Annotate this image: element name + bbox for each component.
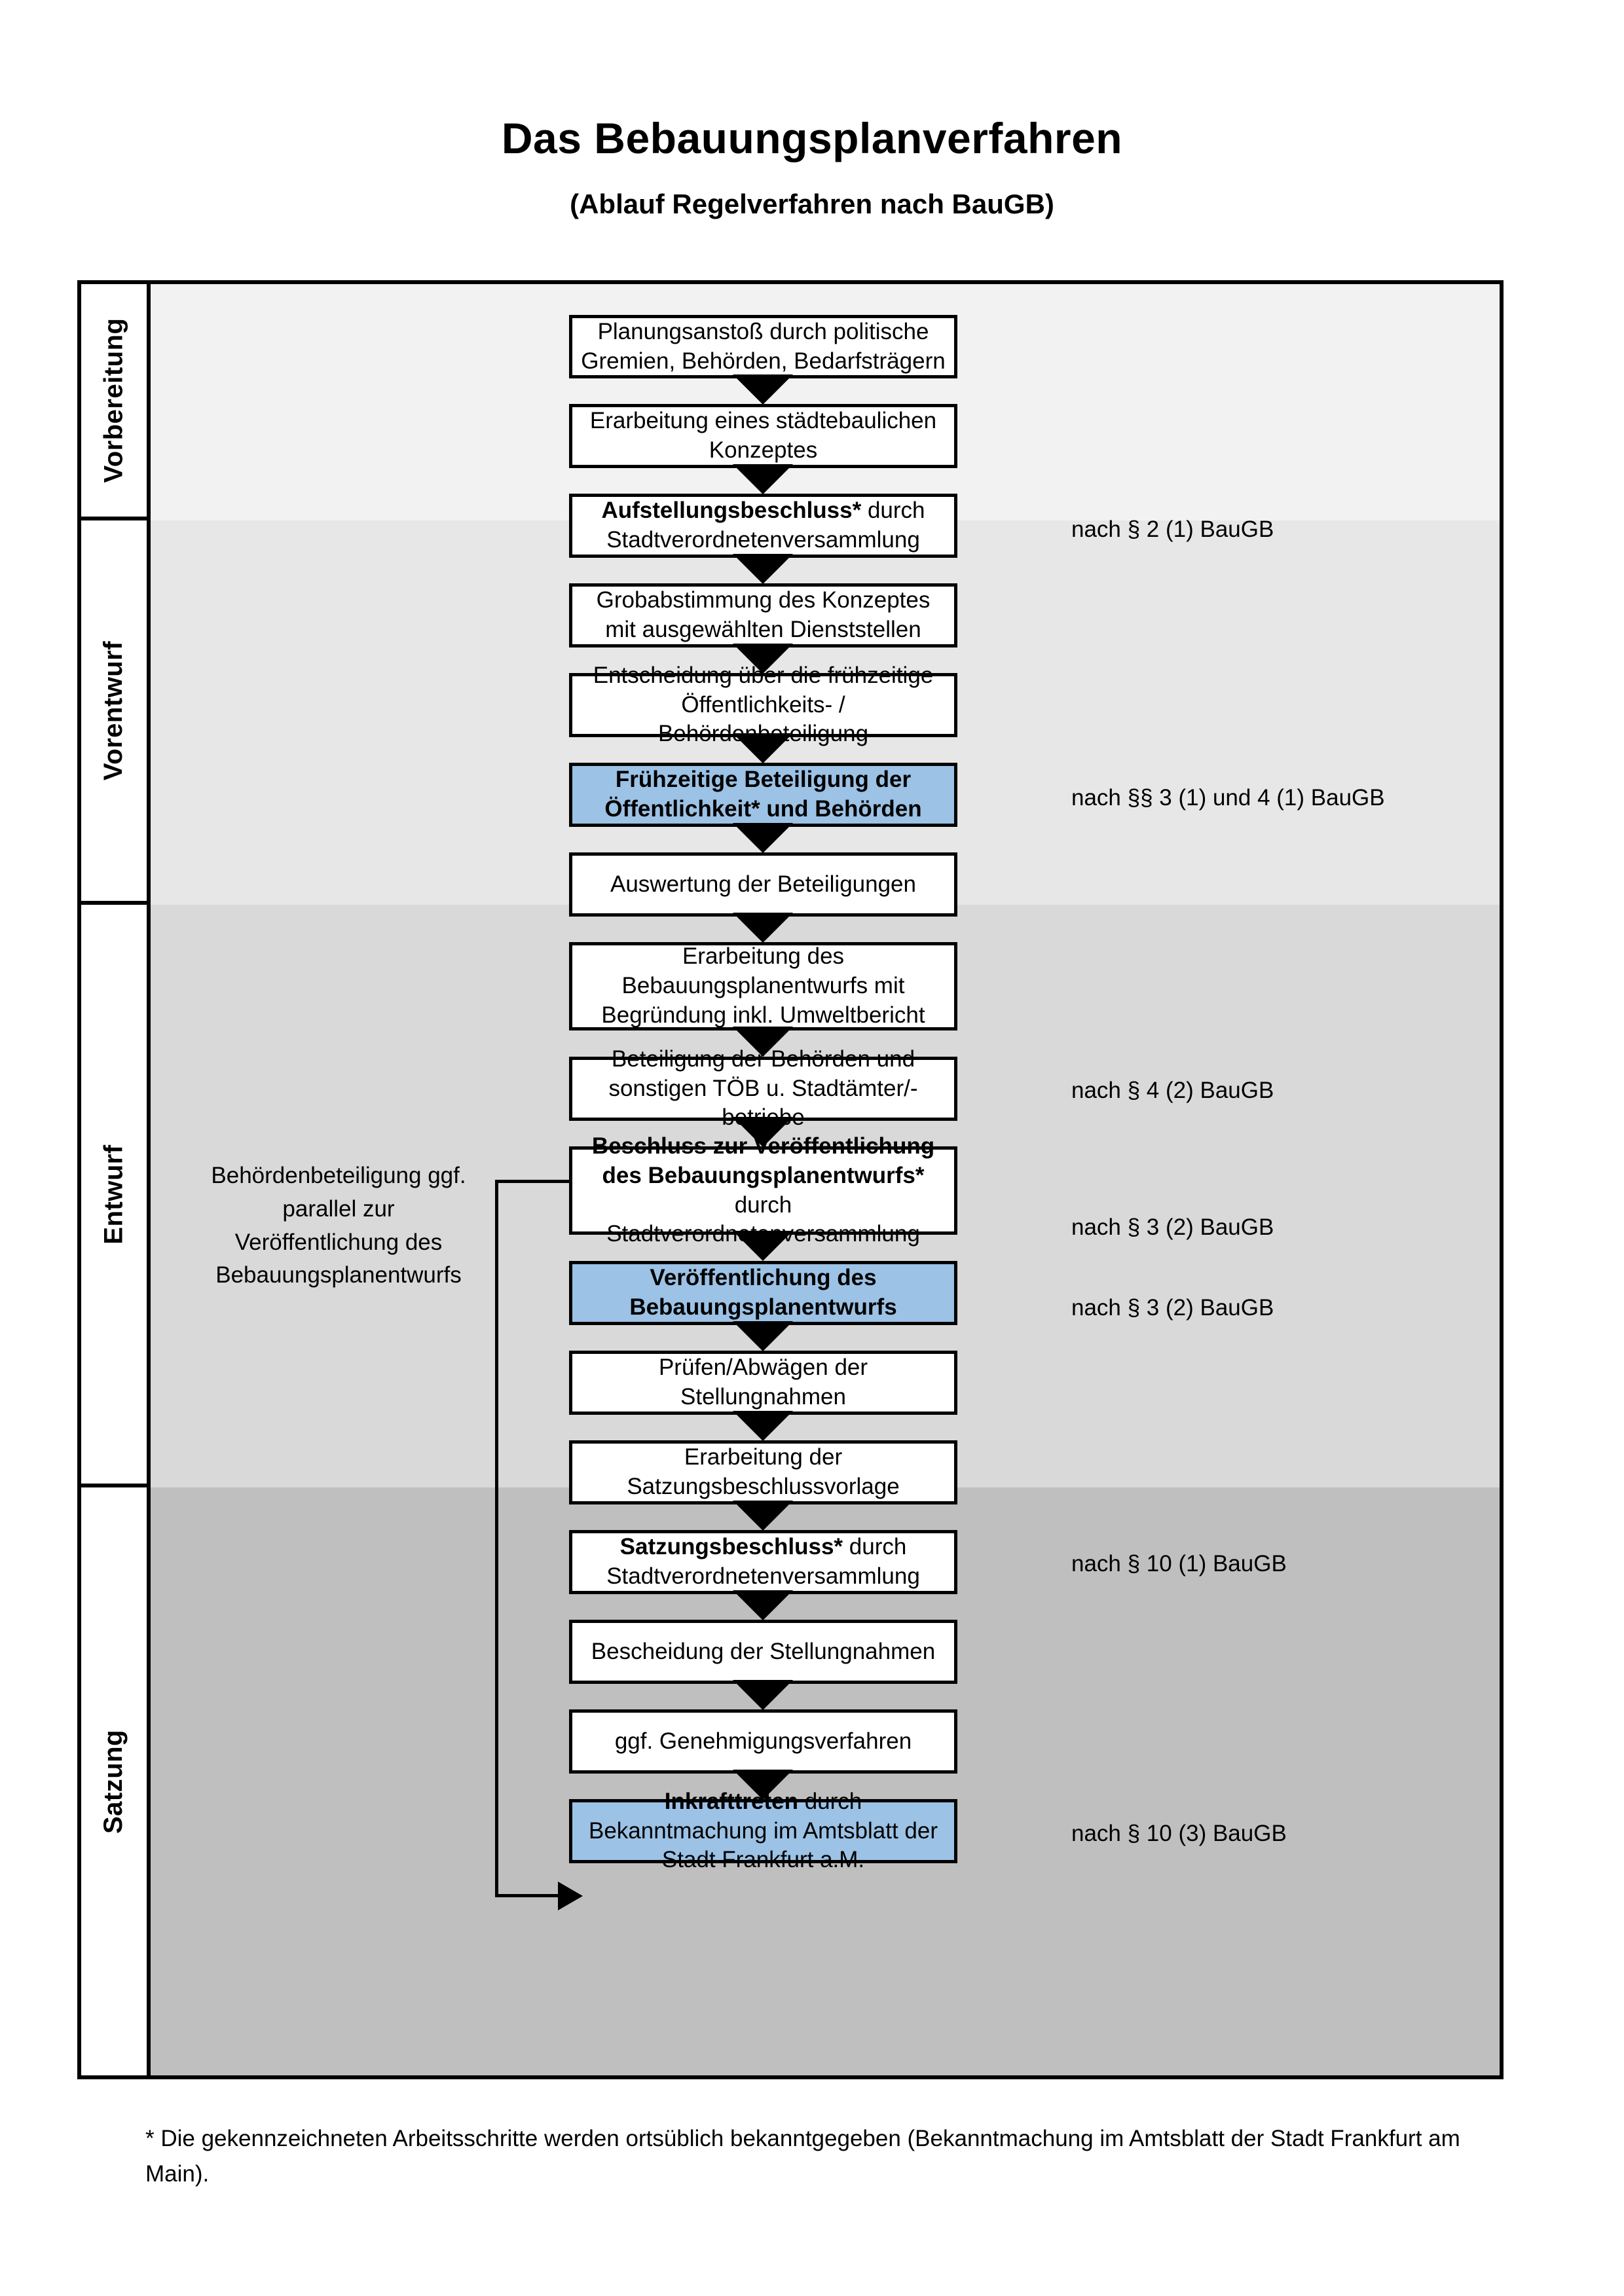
phase-cell-vorbereitung: Vorbereitung bbox=[81, 284, 147, 520]
connector-arrow-s16-s17 bbox=[733, 1770, 793, 1800]
step-text-s5: Entscheidung über die frühzeitige Öffent… bbox=[593, 662, 934, 747]
legal-note-n6: nach § 10 (1) BauGB bbox=[1071, 1551, 1287, 1576]
parallel-path-connector-top bbox=[495, 1180, 569, 1183]
phase-cell-vorentwurf: Vorentwurf bbox=[81, 520, 147, 905]
step-box-s4[interactable]: Grobabstimmung des Konzeptes mit ausgewä… bbox=[569, 583, 957, 647]
step-bold-s3: Aufstellungsbeschluss* bbox=[601, 498, 862, 524]
step-box-s9[interactable]: Beteiligung der Behörden und sonstigen T… bbox=[569, 1046, 957, 1130]
step-box-s7[interactable]: Auswertung der Beteiligungen bbox=[569, 852, 957, 917]
legal-note-n4: nach § 3 (2) BauGB bbox=[1071, 1214, 1274, 1240]
page-subtitle: (Ablauf Regelverfahren nach BauGB) bbox=[570, 188, 1054, 219]
step-box-s11[interactable]: Veröffentlichung des Bebauungsplanentwur… bbox=[569, 1261, 957, 1325]
legal-note-n7: nach § 10 (3) BauGB bbox=[1071, 1821, 1287, 1846]
step-box-s17[interactable]: Inkrafttreten durch Bekanntmachung im Am… bbox=[569, 1789, 957, 1872]
connector-arrow-s11-s12 bbox=[733, 1321, 793, 1351]
step-bold-s14: Satzungsbeschluss* bbox=[619, 1534, 843, 1560]
step-text-s17: durch Bekanntmachung im Amtsblatt der St… bbox=[588, 1788, 938, 1873]
phase-label-column: Vorbereitung Vorentwurf Entwurf Satzung bbox=[81, 284, 151, 2075]
step-text-s8: Erarbeitung des Bebauungsplanentwurfs mi… bbox=[601, 943, 925, 1028]
step-box-s14[interactable]: Satzungsbeschluss* durch Stadtverordnete… bbox=[569, 1530, 957, 1594]
step-box-s13[interactable]: Erarbeitung der Satzungsbeschlussvorlage bbox=[569, 1440, 957, 1504]
page-title: Das Bebauungsplanverfahren bbox=[501, 114, 1123, 162]
step-box-s8[interactable]: Erarbeitung des Bebauungsplanentwurfs mi… bbox=[569, 942, 957, 1030]
connector-arrow-s1-s2 bbox=[733, 374, 793, 405]
step-box-s16[interactable]: ggf. Genehmigungsverfahren bbox=[569, 1709, 957, 1774]
step-bold-s17: Inkrafttreten bbox=[664, 1788, 798, 1814]
step-box-s3[interactable]: Aufstellungsbeschluss* durch Stadtverord… bbox=[569, 494, 957, 558]
connector-arrow-s9-s10 bbox=[733, 1117, 793, 1147]
parallel-path-connector-left bbox=[495, 1180, 498, 1897]
step-box-s10[interactable]: Beschluss zur Veröffentlichung des Bebau… bbox=[569, 1133, 957, 1247]
connector-arrow-s4-s5 bbox=[733, 644, 793, 674]
step-bold-s10: Beschluss zur Veröffentlichung des Bebau… bbox=[591, 1133, 935, 1188]
connector-arrow-s3-s4 bbox=[733, 554, 793, 584]
connector-arrow-s5-s6 bbox=[733, 733, 793, 763]
step-box-s5[interactable]: Entscheidung über die frühzeitige Öffent… bbox=[569, 663, 957, 746]
footnote: * Die gekennzeichneten Arbeitsschritte w… bbox=[145, 2126, 1460, 2187]
phase-cell-entwurf: Entwurf bbox=[81, 905, 147, 1487]
step-text-s3: durch Stadtverordnetenversammlung bbox=[606, 498, 925, 553]
step-box-s15[interactable]: Bescheidung der Stellungnahmen bbox=[569, 1620, 957, 1684]
connector-arrow-s13-s14 bbox=[733, 1501, 793, 1531]
legal-note-n5: nach § 3 (2) BauGB bbox=[1071, 1295, 1274, 1321]
connector-arrow-s12-s13 bbox=[733, 1411, 793, 1441]
step-text-s15: Bescheidung der Stellungnahmen bbox=[591, 1638, 936, 1664]
step-text-s2: Erarbeitung eines städtebaulichen Konzep… bbox=[589, 408, 937, 463]
step-box-s1[interactable]: Planungsanstoß durch politische Gremien,… bbox=[569, 315, 957, 378]
step-text-s1: Planungsanstoß durch politische Gremien,… bbox=[581, 318, 946, 374]
legal-note-n2: nach §§ 3 (1) und 4 (1) BauGB bbox=[1071, 785, 1385, 811]
legal-note-n1: nach § 2 (1) BauGB bbox=[1071, 517, 1274, 542]
process-diagram: Vorbereitung Vorentwurf Entwurf Satzung … bbox=[77, 280, 1504, 2079]
step-box-s12[interactable]: Prüfen/Abwägen der Stellungnahmen bbox=[569, 1351, 957, 1415]
step-text-s16: ggf. Genehmigungsverfahren bbox=[614, 1728, 912, 1754]
connector-arrow-s10-s11 bbox=[733, 1231, 793, 1261]
step-box-s2[interactable]: Erarbeitung eines städtebaulichen Konzep… bbox=[569, 404, 957, 468]
connector-arrow-s14-s15 bbox=[733, 1590, 793, 1620]
side-annotation: Behördenbeteiligung ggf. parallel zur Ve… bbox=[211, 1163, 466, 1288]
step-text-s13: Erarbeitung der Satzungsbeschlussvorlage bbox=[627, 1444, 900, 1499]
step-text-s12: Prüfen/Abwägen der Stellungnahmen bbox=[658, 1355, 868, 1410]
step-bold-s6: Frühzeitige Beteiligung der Öffentlichke… bbox=[604, 767, 922, 822]
step-text-s14: durch Stadtverordnetenversammlung bbox=[606, 1534, 920, 1589]
step-text-s4: Grobabstimmung des Konzeptes mit ausgewä… bbox=[596, 587, 931, 642]
connector-arrow-s7-s8 bbox=[733, 913, 793, 943]
connector-arrow-s15-s16 bbox=[733, 1680, 793, 1710]
parallel-path-arrowhead bbox=[558, 1882, 583, 1910]
connector-arrow-s2-s3 bbox=[733, 464, 793, 494]
parallel-path-connector-bottom bbox=[495, 1894, 559, 1897]
legal-note-n3: nach § 4 (2) BauGB bbox=[1071, 1078, 1274, 1103]
step-text-s7: Auswertung der Beteiligungen bbox=[610, 871, 916, 897]
step-bold-s11: Veröffentlichung des Bebauungsplanentwur… bbox=[629, 1265, 897, 1320]
step-box-s6[interactable]: Frühzeitige Beteiligung der Öffentlichke… bbox=[569, 763, 957, 827]
flow-layer: Behördenbeteiligung ggf. parallel zur Ve… bbox=[81, 284, 1500, 2075]
header: Das Bebauungsplanverfahren (Ablauf Regel… bbox=[0, 115, 1624, 220]
connector-arrow-s6-s7 bbox=[733, 823, 793, 853]
connector-arrow-s8-s9 bbox=[733, 1027, 793, 1057]
